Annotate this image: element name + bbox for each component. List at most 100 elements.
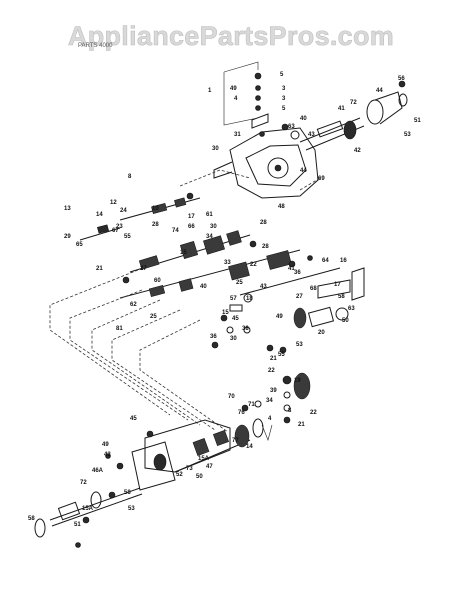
part-label: 5 bbox=[282, 106, 286, 112]
part-label: 55 bbox=[124, 234, 131, 240]
part-label: 22 bbox=[268, 368, 275, 374]
diagram-subheading: PARTS 4000 bbox=[78, 43, 113, 49]
part-label: 28 bbox=[152, 222, 159, 228]
part-label: 40 bbox=[200, 284, 207, 290]
part-label: 51 bbox=[414, 118, 421, 124]
part-label: 34 bbox=[206, 234, 213, 240]
part-label: 25 bbox=[236, 280, 243, 286]
part-label: 53 bbox=[128, 506, 135, 512]
part-label: 23 bbox=[116, 224, 123, 230]
part-label: 61 bbox=[206, 212, 213, 218]
lower-housing-assembly bbox=[34, 400, 273, 548]
part-label: 16 bbox=[340, 258, 347, 264]
part-label: 60 bbox=[154, 278, 161, 284]
part-label: 42 bbox=[104, 452, 111, 458]
part-label: 50 bbox=[196, 474, 203, 480]
part-label: 69 bbox=[318, 176, 325, 182]
part-label: 42 bbox=[354, 148, 361, 154]
part-label: 58 bbox=[124, 490, 131, 496]
part-label: 49 bbox=[102, 442, 109, 448]
part-label: 8 bbox=[128, 174, 132, 180]
part-label: 43 bbox=[308, 132, 315, 138]
part-label: 8 bbox=[288, 408, 292, 414]
part-label: 57 bbox=[230, 296, 237, 302]
part-label: 22 bbox=[250, 262, 257, 268]
part-label: 51 bbox=[74, 522, 81, 528]
part-label: 41 bbox=[288, 266, 295, 272]
part-label: 55 bbox=[278, 352, 285, 358]
part-label: 64 bbox=[322, 258, 329, 264]
part-label: 43 bbox=[260, 284, 267, 290]
part-label: 29 bbox=[64, 234, 71, 240]
part-label: 63 bbox=[348, 306, 355, 312]
part-label: 25 bbox=[150, 314, 157, 320]
part-label: 48 bbox=[278, 204, 285, 210]
part-label: 56 bbox=[398, 76, 405, 82]
part-label: 3 bbox=[282, 86, 286, 92]
part-label: 72 bbox=[350, 100, 357, 106]
part-label: 45 bbox=[130, 416, 137, 422]
part-label: 15 bbox=[222, 310, 229, 316]
part-label: 44 bbox=[300, 168, 307, 174]
middle-gear-train bbox=[79, 192, 365, 354]
part-label: 31 bbox=[234, 132, 241, 138]
part-label: 21 bbox=[270, 356, 277, 362]
part-label: 62 bbox=[130, 302, 137, 308]
part-label: 14 bbox=[246, 444, 253, 450]
part-label: 18 bbox=[246, 296, 253, 302]
part-label: 1 bbox=[208, 88, 212, 94]
part-label: 66 bbox=[188, 224, 195, 230]
part-label: 41 bbox=[338, 106, 345, 112]
part-label: 74 bbox=[172, 228, 179, 234]
part-label: 81 bbox=[116, 326, 123, 332]
part-label: 3 bbox=[282, 96, 286, 102]
part-label: 4 bbox=[268, 416, 272, 422]
part-label: 20 bbox=[318, 330, 325, 336]
part-label: 39 bbox=[270, 388, 277, 394]
part-label: 4 bbox=[234, 96, 238, 102]
part-label: 21 bbox=[96, 266, 103, 272]
part-label: 49 bbox=[230, 86, 237, 92]
part-label: 22 bbox=[310, 410, 317, 416]
part-label: 40 bbox=[300, 116, 307, 122]
part-label: 77 bbox=[232, 438, 239, 444]
part-label: 15A bbox=[82, 506, 94, 512]
part-label: 17 bbox=[188, 214, 195, 220]
part-label: 65 bbox=[76, 242, 83, 248]
part-label: 14 bbox=[96, 212, 103, 218]
part-label: 73 bbox=[186, 466, 193, 472]
dashed-routing-lines bbox=[49, 169, 321, 433]
part-label: 12 bbox=[110, 200, 117, 206]
part-label: 68 bbox=[310, 286, 317, 292]
part-label: 44 bbox=[376, 88, 383, 94]
part-label: 47 bbox=[206, 464, 213, 470]
part-label: 67 bbox=[112, 228, 119, 234]
part-label: 50 bbox=[342, 318, 349, 324]
part-label: 45 bbox=[232, 316, 239, 322]
part-label: 33 bbox=[224, 260, 231, 266]
part-label: 15 bbox=[180, 250, 187, 256]
part-label: 30 bbox=[212, 146, 219, 152]
part-label: 27 bbox=[296, 294, 303, 300]
part-label: 5 bbox=[280, 72, 284, 78]
part-label: 63 bbox=[288, 124, 295, 130]
part-label: 72 bbox=[80, 480, 87, 486]
watermark-text: AppliancePartsPros.com bbox=[68, 21, 394, 51]
part-label: 24 bbox=[120, 208, 127, 214]
part-label: 19 bbox=[294, 378, 301, 384]
part-label: 13 bbox=[64, 206, 71, 212]
right-gear-19 bbox=[282, 372, 311, 424]
upper-housing-assembly bbox=[213, 61, 408, 199]
part-label: 58 bbox=[28, 516, 35, 522]
part-label: 52 bbox=[176, 472, 183, 478]
part-label: 28 bbox=[262, 244, 269, 250]
part-label: 36 bbox=[294, 270, 301, 276]
part-label: 28 bbox=[260, 220, 267, 226]
part-label: 70 bbox=[228, 394, 235, 400]
part-label: 15A bbox=[198, 456, 210, 462]
part-label: 49 bbox=[276, 314, 283, 320]
part-label: 53 bbox=[404, 132, 411, 138]
part-label: 36 bbox=[210, 334, 217, 340]
